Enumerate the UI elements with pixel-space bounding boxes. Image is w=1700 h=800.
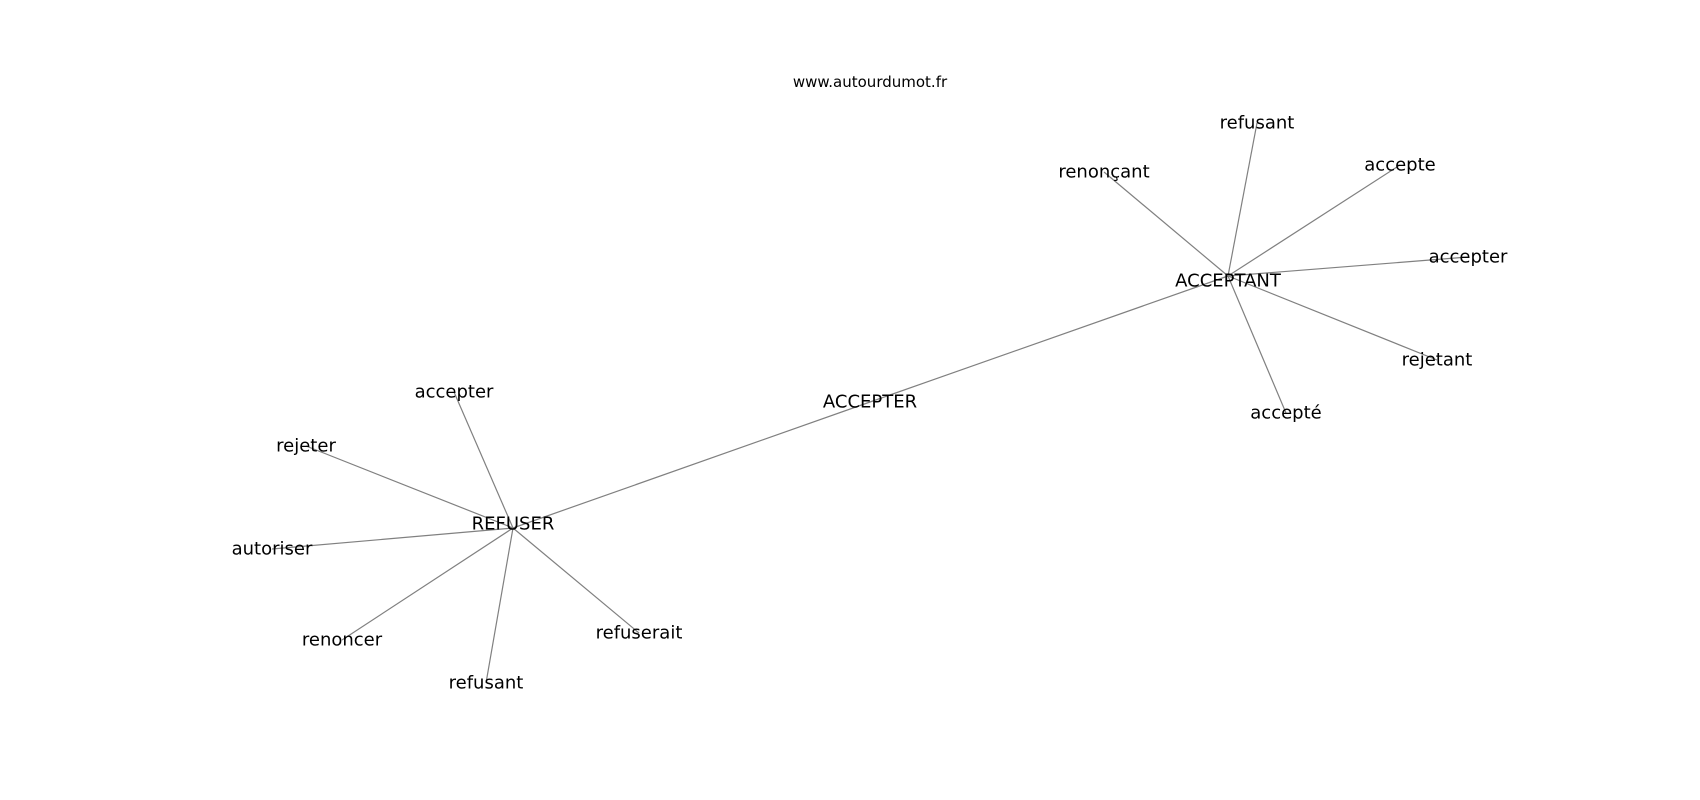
edge-REFUSER-r_accepter	[453, 391, 514, 529]
node-label-a_accepter[interactable]: accepter	[1429, 247, 1508, 268]
node-label-r_renoncer[interactable]: renoncer	[302, 630, 383, 651]
node-label-a_accepte[interactable]: accepte	[1364, 155, 1435, 176]
node-label-r_rejeter[interactable]: rejeter	[276, 436, 336, 457]
edge-ACCEPTANT-a_refusant	[1227, 122, 1258, 277]
edge-REFUSER-r_rejeter	[305, 445, 514, 529]
edge-REFUSER-r_refusant	[485, 527, 514, 684]
node-label-acceptant[interactable]: ACCEPTANT	[1175, 271, 1282, 292]
node-label-a_rejetant[interactable]: rejetant	[1402, 350, 1473, 371]
edge-ACCEPTANT-a_accepte	[1227, 164, 1401, 277]
edge-REFUSER-r_autoriser	[271, 527, 514, 550]
node-label-r_accepter[interactable]: accepter	[415, 382, 494, 403]
edge-ACCEPTANT-a_rejetant	[1227, 275, 1438, 361]
node-label-a_renoncant[interactable]: renonçant	[1058, 162, 1149, 183]
edge-ACCEPTANT-a_renoncant	[1103, 171, 1229, 277]
graph-labels: ACCEPTER REFUSER ACCEPTANT accepter rejeter a…	[232, 113, 1508, 694]
edge-ACCEPTER-REFUSER	[512, 401, 871, 529]
node-label-accepter[interactable]: ACCEPTER	[823, 392, 917, 413]
node-label-refuser[interactable]: REFUSER	[472, 514, 555, 535]
graph-edges	[271, 122, 1469, 684]
edge-ACCEPTANT-a_accepte2	[1227, 275, 1287, 414]
edge-ACCEPTANT-a_accepter	[1227, 256, 1469, 277]
edge-REFUSER-r_refuserait	[512, 527, 640, 634]
node-label-r_refusant[interactable]: refusant	[449, 673, 524, 694]
node-label-r_autoriser[interactable]: autoriser	[232, 539, 313, 560]
watermark-text: www.autourdumot.fr	[793, 73, 948, 91]
node-label-a_refusant[interactable]: refusant	[1220, 113, 1295, 134]
node-label-a_accepte2[interactable]: accepté	[1250, 403, 1321, 424]
edge-REFUSER-r_renoncer	[341, 527, 514, 641]
edge-ACCEPTER-ACCEPTANT	[869, 275, 1229, 403]
node-label-r_refuserait[interactable]: refuserait	[596, 623, 683, 644]
